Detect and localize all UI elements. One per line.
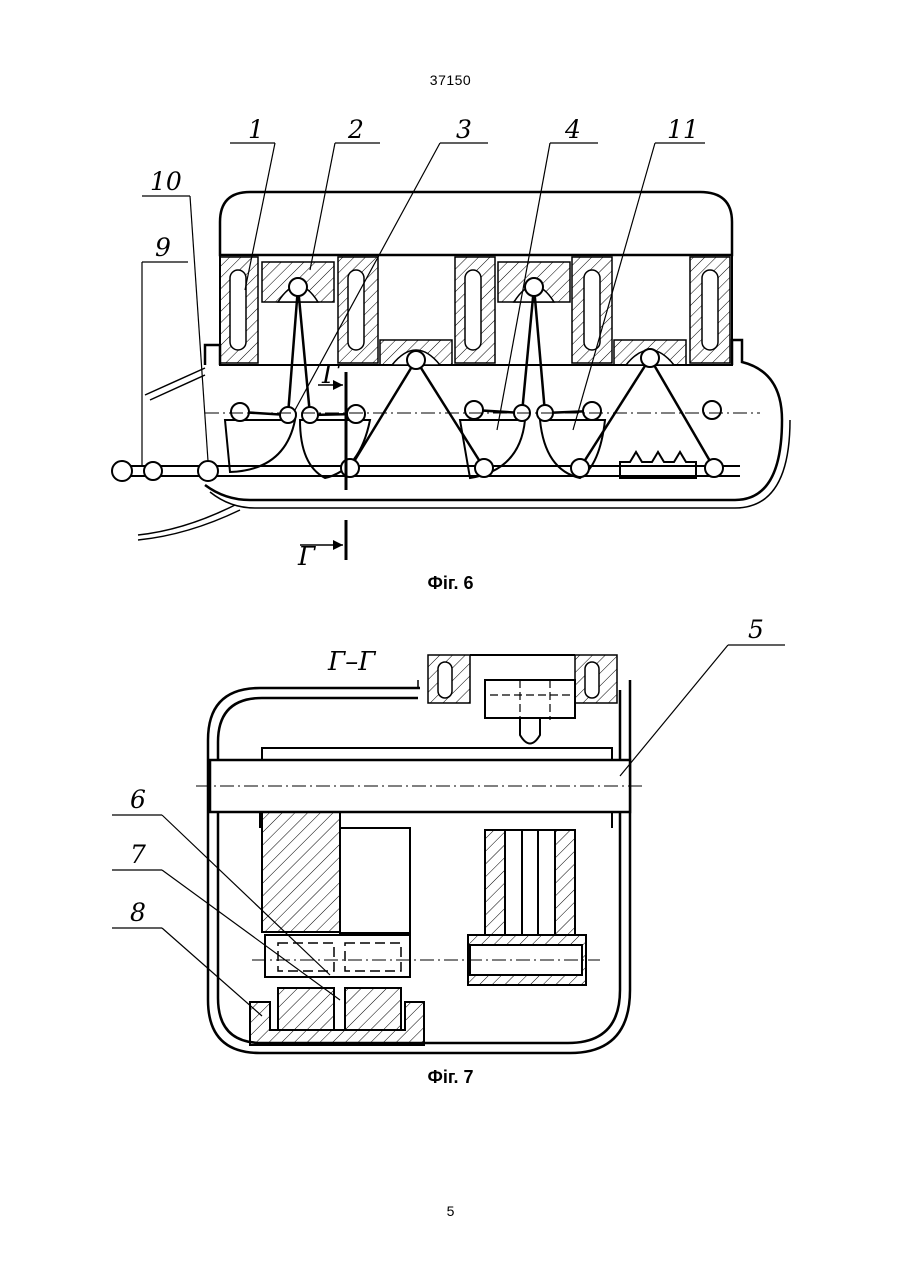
callout-8: 8: [130, 898, 146, 927]
right-column: [468, 830, 586, 985]
section-title: Г–Г: [327, 647, 376, 677]
callout-6: 6: [130, 785, 146, 814]
sector-gear-left: [278, 988, 334, 1030]
callout-7: 7: [130, 840, 146, 869]
callout-5: 5: [748, 615, 764, 644]
sector-gear-right: [345, 988, 401, 1030]
figure-7-caption: Фіг. 7: [0, 1067, 901, 1088]
page-number: 5: [0, 1203, 901, 1219]
crank-arm: [340, 828, 410, 933]
top-block: [428, 655, 617, 744]
figure-7-drawing: Г–Г 5 6 7 8: [0, 0, 901, 1100]
crank-web: [262, 812, 340, 932]
